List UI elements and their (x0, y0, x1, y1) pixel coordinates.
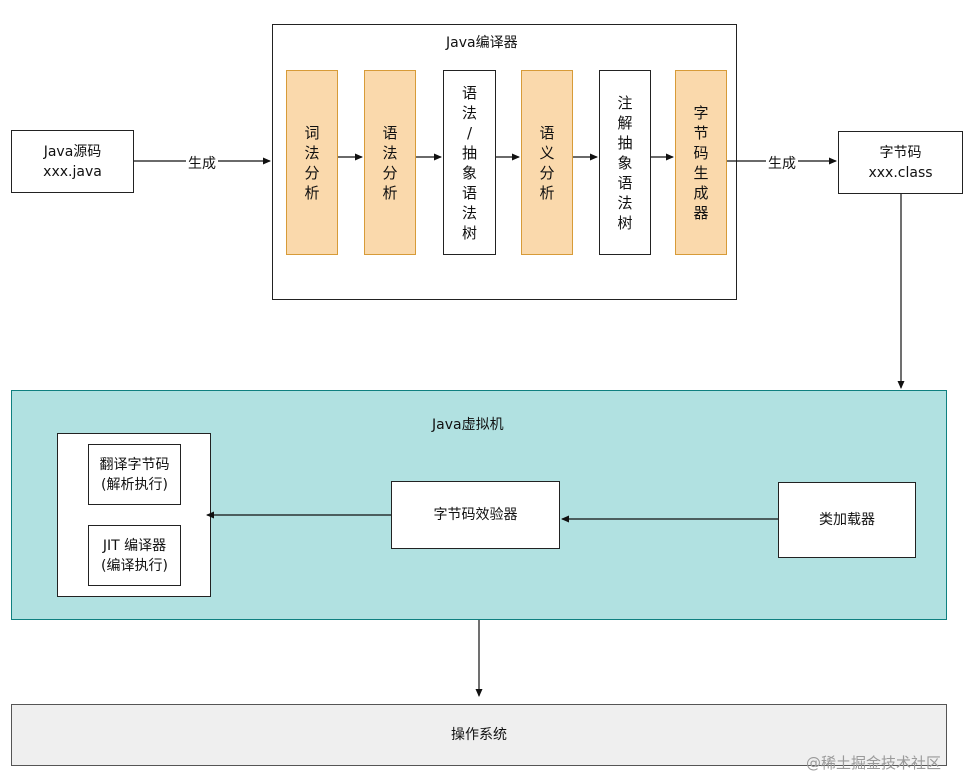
compiler-step-syntax-ast: 语 法 / 抽 象 语 法 树 (443, 70, 496, 255)
watermark-text: @稀土掘金技术社区 (806, 754, 942, 772)
compiler-step-bytecode-generator: 字 节 码 生 成 器 (675, 70, 727, 255)
java-source-box: Java源码 xxx.java (11, 130, 134, 193)
interpreter-box: 翻译字节码 (解析执行) (88, 444, 181, 505)
operating-system-box: 操作系统 (11, 704, 947, 766)
bytecode-title: 字节码 (879, 144, 922, 161)
edge-label-generate-source: 生成 (186, 153, 218, 173)
interpreter-subtitle: (解析执行) (101, 476, 168, 493)
edge-label-generate-bytecode: 生成 (766, 153, 798, 173)
jvm-title: Java虚拟机 (432, 417, 504, 433)
class-loader-box: 类加载器 (778, 482, 916, 558)
compiler-step-lexical-analysis: 词 法 分 析 (286, 70, 338, 255)
jit-compiler-box: JIT 编译器 (编译执行) (88, 525, 181, 586)
java-source-title: Java源码 (43, 143, 102, 160)
java-source-filename: xxx.java (43, 163, 102, 180)
java-compiler-frame (272, 24, 737, 300)
jit-compiler-subtitle: (编译执行) (101, 557, 168, 574)
interpreter-title: 翻译字节码 (99, 456, 170, 473)
bytecode-verifier-box: 字节码效验器 (391, 481, 560, 549)
jit-compiler-title: JIT 编译器 (102, 537, 167, 554)
compiler-step-semantic-analysis: 语 义 分 析 (521, 70, 573, 255)
java-compiler-title: Java编译器 (446, 35, 518, 51)
compiler-step-syntax-analysis: 语 法 分 析 (364, 70, 416, 255)
compiler-step-annotated-ast: 注 解 抽 象 语 法 树 (599, 70, 651, 255)
bytecode-box: 字节码 xxx.class (838, 131, 963, 194)
bytecode-filename: xxx.class (868, 164, 933, 181)
